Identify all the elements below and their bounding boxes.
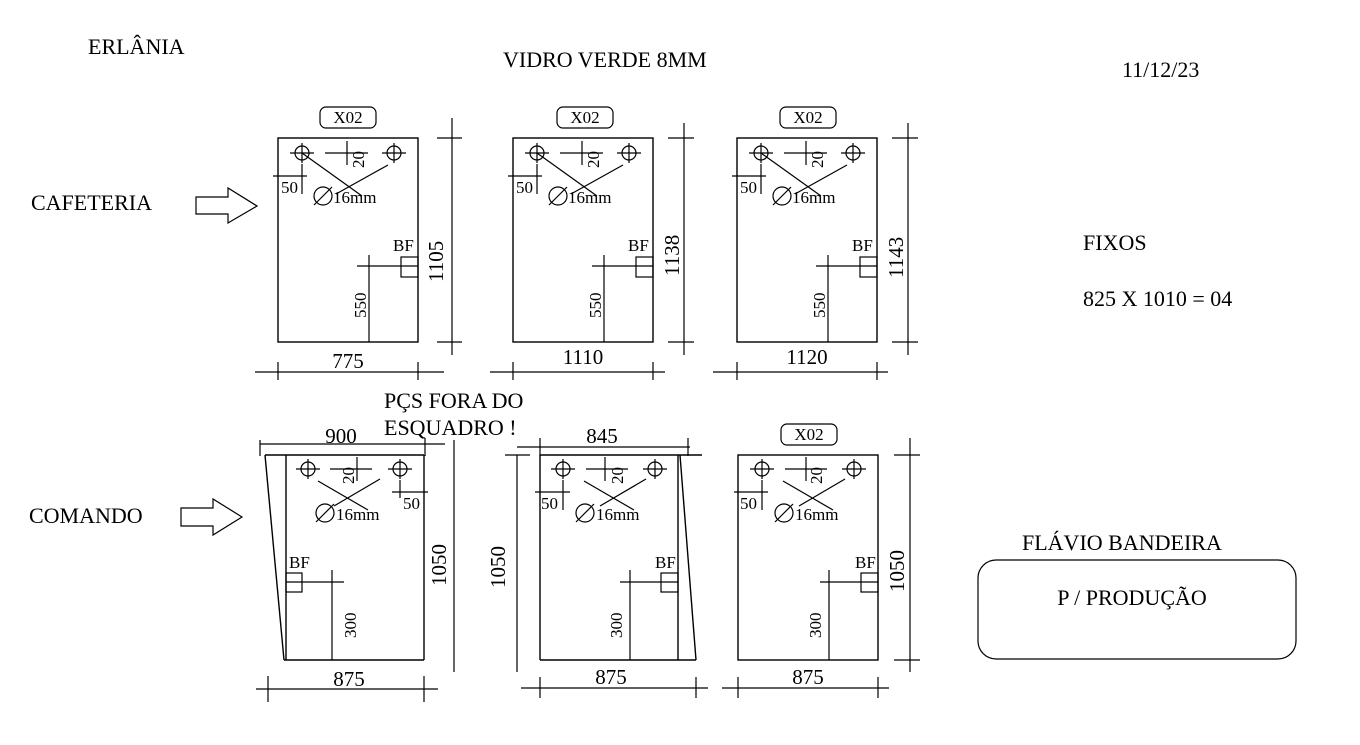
hole-offset-label: 50 — [541, 494, 558, 513]
hole-spacing-label: 20 — [339, 467, 358, 484]
production-stamp-text: P / PRODUÇÃO — [1057, 585, 1207, 610]
handle-box — [635, 256, 654, 278]
hole-diameter-label: 16mm — [333, 188, 376, 207]
height-dimension: 1050 — [885, 550, 909, 592]
hole-diameter-label: 16mm — [795, 505, 838, 524]
width-dimension: 875 — [792, 665, 824, 689]
hole-offset-label: 50 — [516, 178, 533, 197]
panel-outline — [277, 137, 419, 343]
diameter-icon — [774, 503, 794, 523]
glass-panel-2: X02 20 50 16mm BF 550 1110 1138 — [490, 106, 694, 380]
production-stamp-box — [977, 559, 1297, 660]
hole-diameter-label: 16mm — [596, 505, 639, 524]
material-title: VIDRO VERDE 8MM — [503, 47, 707, 72]
top-width-dimension: 845 — [586, 424, 618, 448]
width-dimension: 875 — [595, 665, 627, 689]
panel-tag-box — [779, 106, 837, 129]
hole-spacing-label: 20 — [584, 151, 603, 168]
hole-icon — [642, 458, 668, 480]
handle-height-label: 300 — [607, 613, 626, 639]
hole-icon — [840, 142, 866, 164]
panel-tag-box — [780, 423, 838, 446]
glass-panel-4: 900 20 50 16mm BF 300 875 1050 — [256, 424, 455, 702]
hole-icon — [387, 458, 413, 480]
handle-label: BF — [628, 236, 649, 255]
width-dimension: 875 — [333, 667, 365, 691]
diameter-icon — [548, 186, 568, 206]
handle-label: BF — [855, 553, 876, 572]
glass-panel-5: 845 1050 20 50 16mm BF 300 875 — [486, 424, 708, 698]
handle-height-label: 550 — [810, 293, 829, 319]
handle-height-label: 550 — [586, 293, 605, 319]
handle-height-label: 300 — [341, 613, 360, 639]
hole-icon — [841, 458, 867, 480]
hole-offset-label: 50 — [740, 494, 757, 513]
width-dimension: 1110 — [563, 345, 603, 369]
row-label-comando: COMANDO — [29, 503, 143, 528]
arrow-right-icon — [195, 186, 259, 225]
top-width-dimension: 900 — [325, 424, 357, 448]
diameter-icon — [313, 186, 333, 206]
hole-icon — [749, 458, 775, 480]
height-dimension: 1143 — [884, 237, 908, 278]
fixed-panels-title: FIXOS — [1083, 230, 1147, 255]
hole-icon — [295, 458, 321, 480]
hole-spacing-label: 20 — [608, 467, 627, 484]
panel-tag: X02 — [570, 108, 599, 127]
hole-icon — [381, 142, 407, 164]
diameter-icon — [772, 186, 792, 206]
hole-icon — [550, 458, 576, 480]
hole-spacing-label: 20 — [807, 467, 826, 484]
height-dimension: 1138 — [660, 235, 684, 276]
hole-offset-label: 50 — [403, 494, 420, 513]
handle-label: BF — [289, 553, 310, 572]
panel-tag: X02 — [793, 108, 822, 127]
panel-tag: X02 — [333, 108, 362, 127]
handle-label: BF — [393, 236, 414, 255]
hole-diameter-label: 16mm — [792, 188, 835, 207]
panel-tag-box — [319, 106, 377, 129]
hole-offset-label: 50 — [740, 178, 757, 197]
out-of-square-note-line1: PÇS FORA DO — [384, 388, 523, 413]
handle-box — [400, 256, 419, 278]
glass-panel-1: X02 20 50 16mm BF 550 775 1105 — [255, 106, 462, 380]
hole-diameter-label: 16mm — [568, 188, 611, 207]
diameter-icon — [315, 503, 335, 523]
handle-label: BF — [852, 236, 873, 255]
hole-icon — [616, 142, 642, 164]
hole-offset-label: 50 — [281, 178, 298, 197]
width-dimension: 775 — [332, 349, 364, 373]
width-dimension: 1120 — [786, 345, 827, 369]
height-dimension: 1050 — [486, 546, 510, 588]
drawing-date: 11/12/23 — [1122, 57, 1199, 82]
client-name: ERLÂNIA — [88, 34, 185, 59]
row-label-cafeteria: CAFETERIA — [31, 190, 152, 215]
hole-diameter-label: 16mm — [336, 505, 379, 524]
handle-height-label: 550 — [351, 293, 370, 319]
panel-outline — [737, 454, 879, 661]
handle-label: BF — [655, 553, 676, 572]
handle-box — [859, 256, 878, 278]
diameter-icon — [575, 503, 595, 523]
hole-spacing-label: 20 — [349, 151, 368, 168]
glass-panel-3: X02 20 50 16mm BF 550 1120 1143 — [713, 106, 918, 380]
panel-outline — [736, 137, 878, 343]
panel-outline — [512, 137, 654, 343]
responsible-name: FLÁVIO BANDEIRA — [1022, 530, 1222, 555]
arrow-right-icon — [180, 497, 244, 537]
height-dimension: 1105 — [424, 241, 448, 282]
panel-tag-box — [556, 106, 614, 129]
glass-panel-6: X02 20 50 16mm BF 300 875 1050 — [722, 423, 920, 698]
hole-spacing-label: 20 — [808, 151, 827, 168]
height-dimension: 1050 — [427, 544, 451, 586]
out-of-square-note-line2: ESQUADRO ! — [384, 415, 517, 440]
handle-height-label: 300 — [806, 613, 825, 639]
panel-tag: X02 — [794, 425, 823, 444]
fixed-panels-spec: 825 X 1010 = 04 — [1083, 286, 1232, 311]
